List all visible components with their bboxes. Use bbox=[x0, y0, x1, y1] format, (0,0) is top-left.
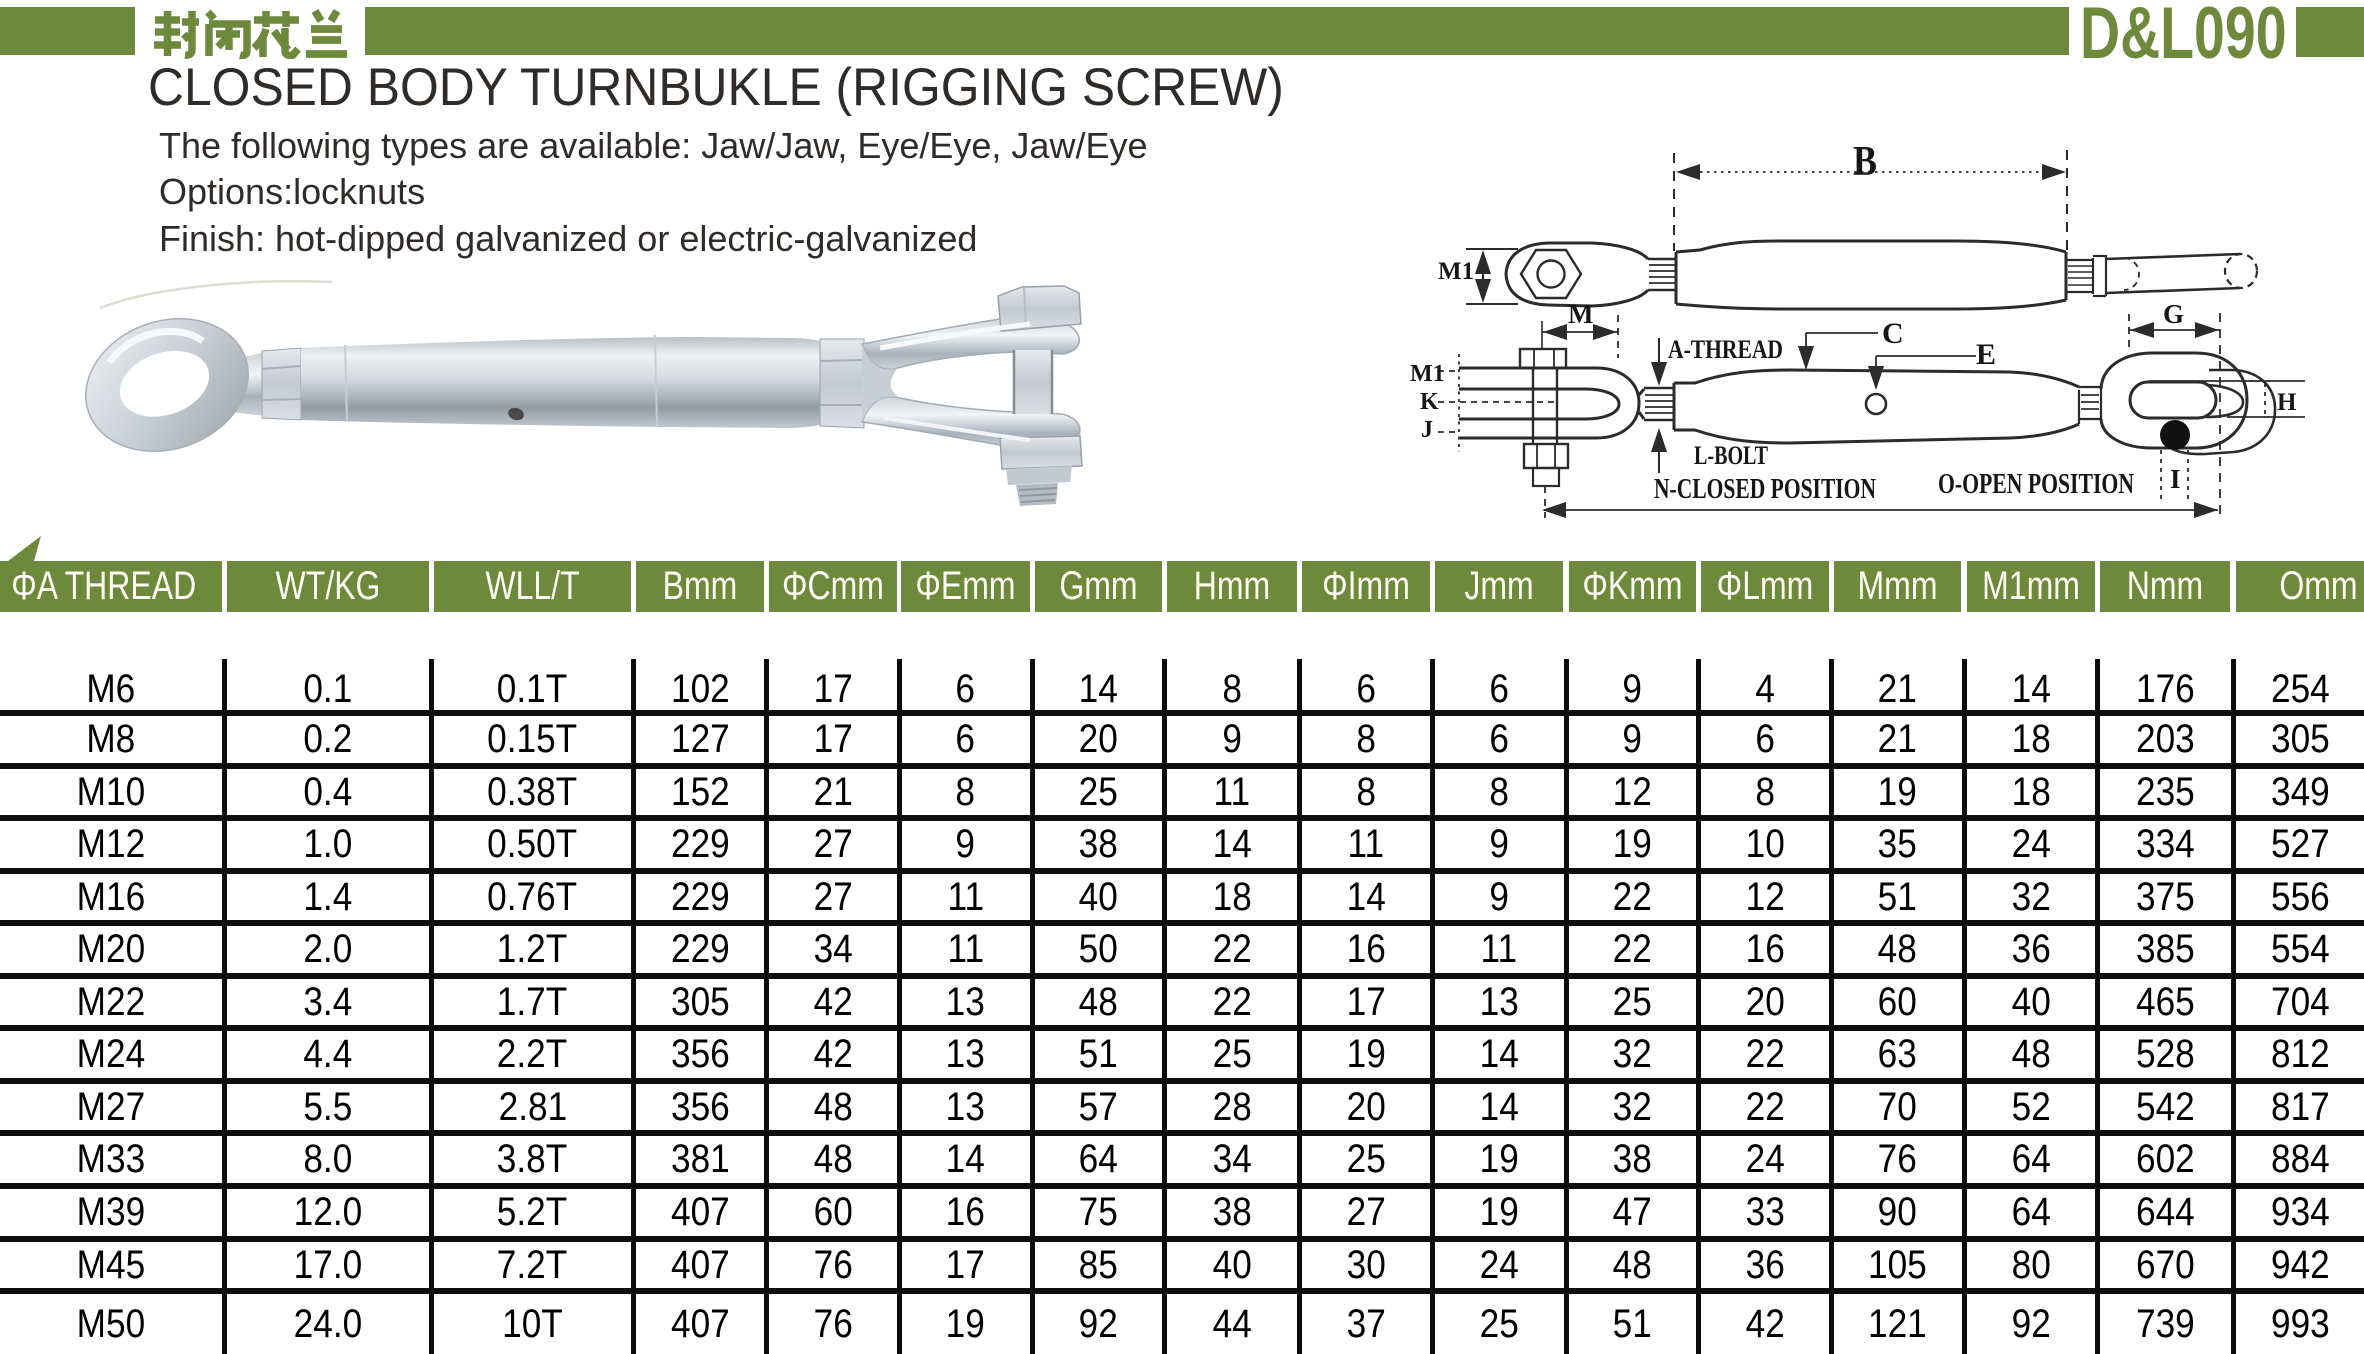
svg-text:K: K bbox=[1420, 389, 1439, 415]
svg-text:C: C bbox=[1882, 317, 1904, 350]
svg-text:L-BOLT: L-BOLT bbox=[1694, 441, 1768, 470]
svg-text:N-CLOSED POSITION: N-CLOSED POSITION bbox=[1654, 474, 1876, 505]
svg-text:A-THREAD: A-THREAD bbox=[1668, 335, 1783, 364]
svg-text:H: H bbox=[2277, 389, 2297, 416]
svg-text:M1: M1 bbox=[1438, 258, 1474, 285]
svg-text:M1: M1 bbox=[1410, 361, 1445, 387]
svg-text:I: I bbox=[2170, 464, 2181, 494]
svg-text:M: M bbox=[1568, 299, 1593, 329]
svg-text:G: G bbox=[2163, 299, 2184, 329]
svg-text:J: J bbox=[1421, 417, 1433, 443]
svg-text:B: B bbox=[1853, 139, 1877, 185]
svg-text:E: E bbox=[1976, 338, 1996, 371]
svg-text:O-OPEN POSITION: O-OPEN POSITION bbox=[1938, 469, 2134, 500]
